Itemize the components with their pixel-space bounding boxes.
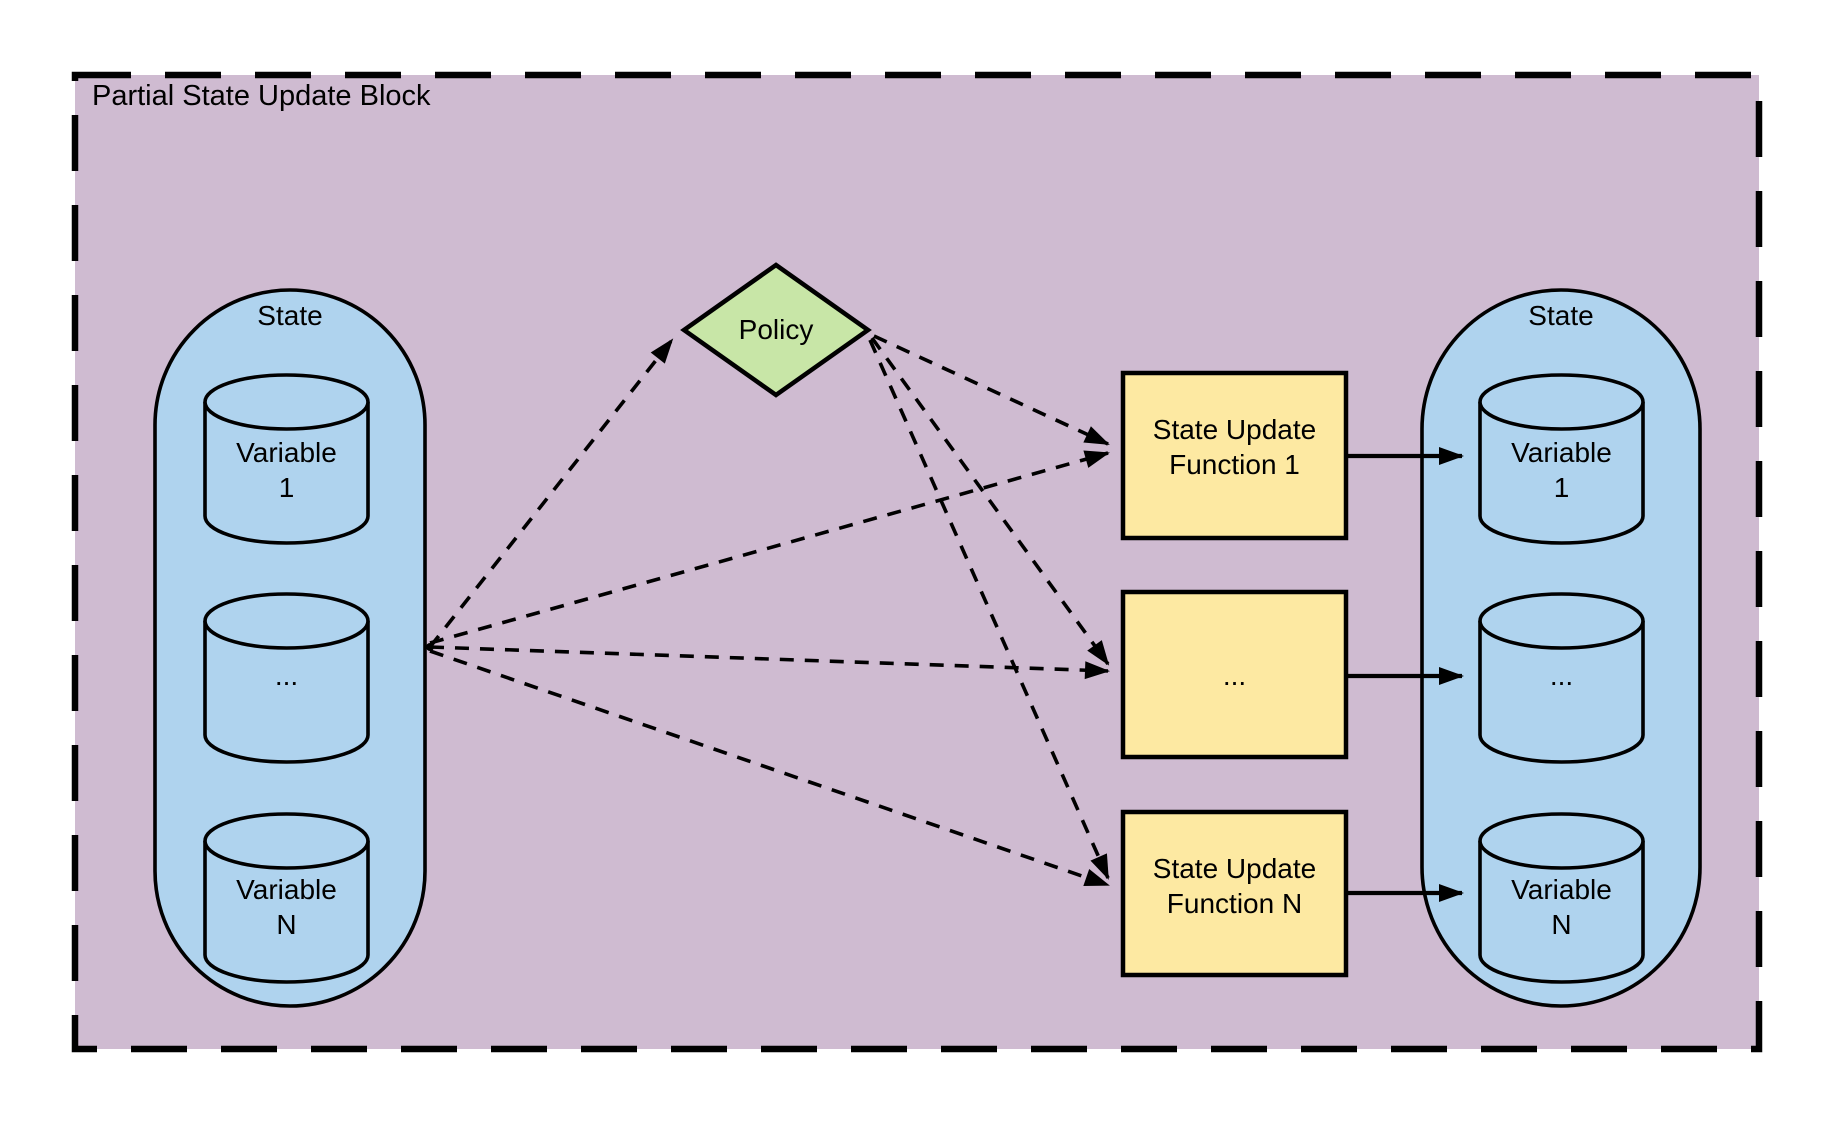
- policy-diamond: [680, 262, 872, 398]
- left-variable-dots-cylinder: [203, 592, 370, 764]
- arrow-state-to-policy: [428, 338, 674, 649]
- arrow-state-to-function-n: [429, 649, 1110, 887]
- left-variable-1-label: Variable 1: [236, 437, 337, 503]
- arrow-state-to-function-dots: [429, 645, 1110, 680]
- right-variable-dots-cylinder: [1478, 592, 1645, 764]
- left-variable-n-label: Variable N: [236, 874, 337, 940]
- arrow-state-to-function-1: [429, 450, 1110, 645]
- function-n-box: [1120, 809, 1349, 978]
- left-variable-dots-label: ...: [274, 660, 299, 691]
- right-variable-dots-label: ...: [1549, 660, 1574, 691]
- function-dots-label: ...: [1222, 660, 1247, 691]
- function-1-label: State Update Function 1: [1152, 414, 1317, 480]
- block-title: Partial State Update Block: [92, 80, 431, 112]
- function-1-box: [1120, 370, 1349, 541]
- right-variable-1-cylinder: [1478, 373, 1645, 545]
- right-variable-n-label: Variable N: [1511, 874, 1612, 940]
- function-n-label: State Update Function N: [1152, 853, 1317, 919]
- left-state-label: State: [257, 300, 323, 331]
- arrow-policy-to-function-dots: [870, 336, 1110, 666]
- function-dots-box: [1120, 589, 1349, 760]
- left-variable-1-cylinder: [203, 373, 370, 545]
- arrow-policy-to-function-1: [873, 334, 1110, 446]
- policy-label: Policy: [738, 314, 814, 345]
- right-state-label: State: [1528, 300, 1594, 331]
- right-variable-n-cylinder: [1478, 812, 1645, 984]
- left-variable-n-cylinder: [203, 812, 370, 984]
- right-variable-1-label: Variable 1: [1511, 437, 1612, 503]
